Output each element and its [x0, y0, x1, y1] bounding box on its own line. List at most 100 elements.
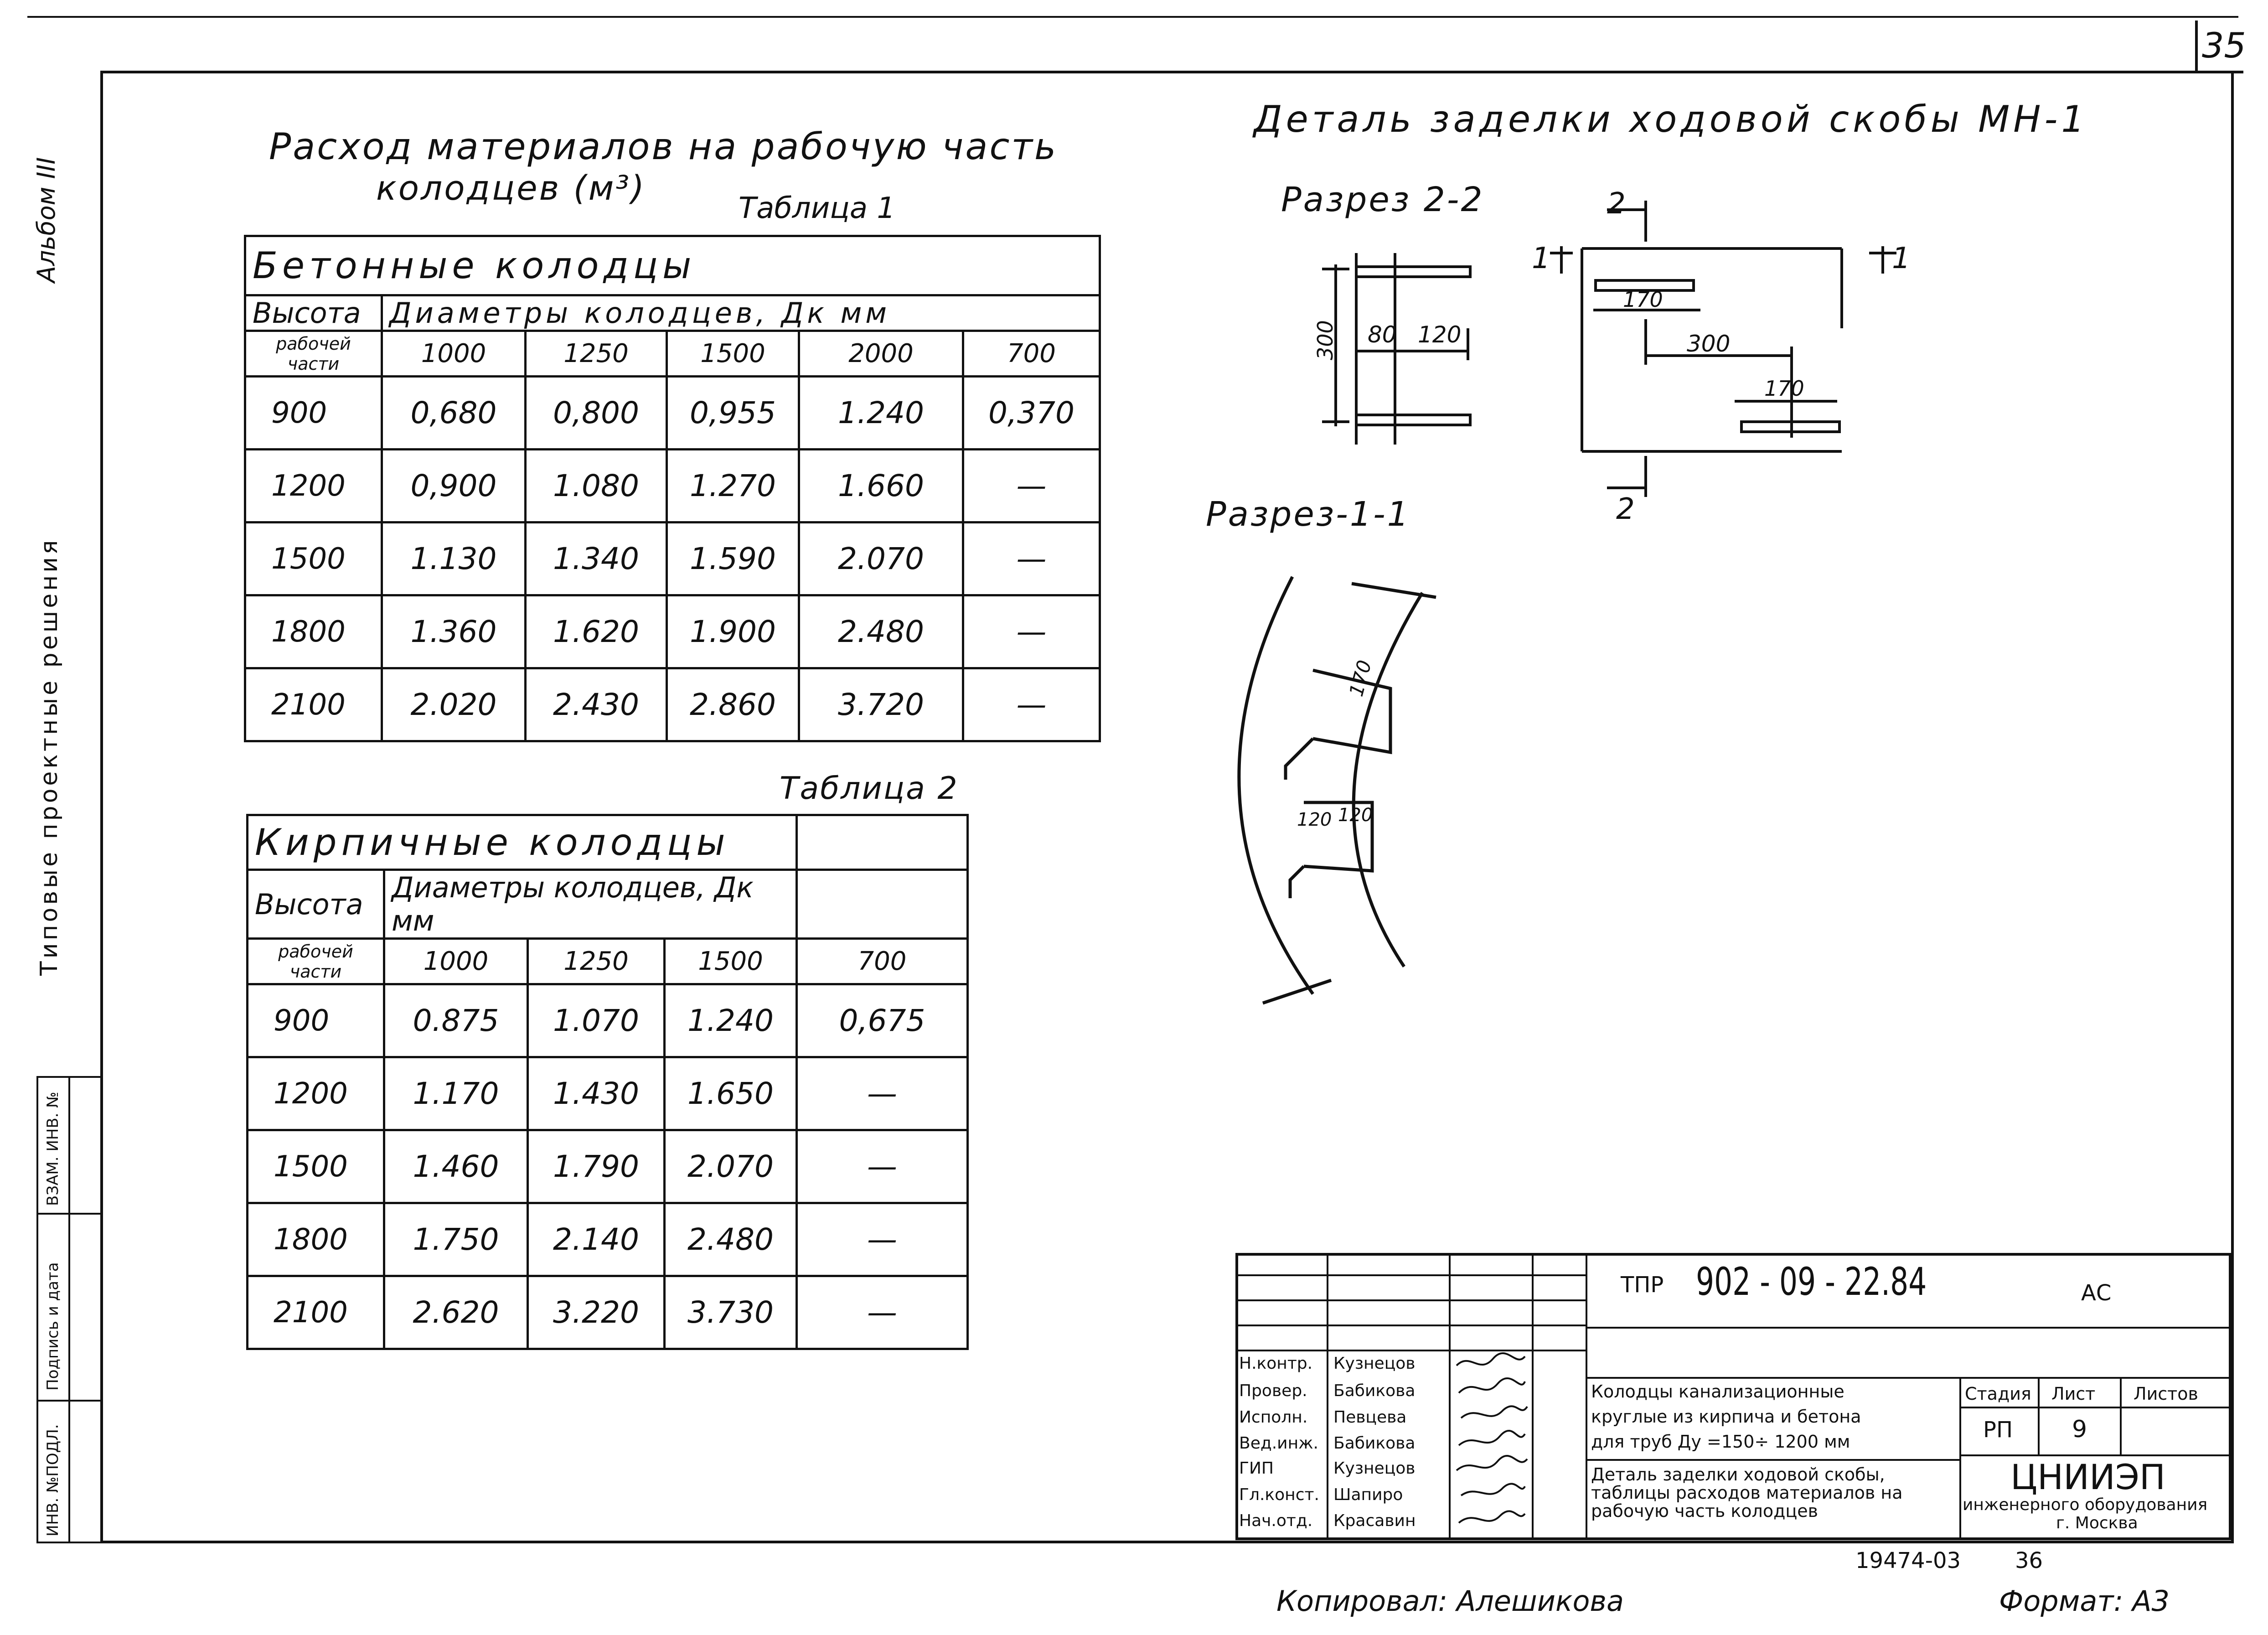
table2-cell: — [796, 1275, 969, 1350]
table2-cell: 1.430 [527, 1056, 666, 1131]
drawing-frame [100, 71, 2234, 1543]
dim-300-vert: 300 [1313, 320, 1338, 360]
materials-title-line1: Расход материалов на рабочую часть [269, 125, 1058, 168]
tb-role-3: Вед.инж. [1239, 1434, 1318, 1453]
tb-vline-2 [1449, 1253, 1451, 1540]
table2-row1-height: 1200 [246, 1056, 385, 1131]
tb-vline-4 [1586, 1253, 1587, 1540]
tb-hline-left-3 [1235, 1325, 1586, 1326]
section-1-1-label: Разрез-1-1 [1206, 495, 1410, 534]
table1-cell: 0,900 [381, 448, 527, 523]
table1-group: Бетонные колодцы [244, 235, 1101, 296]
dim-170a: 170 [1623, 287, 1663, 312]
table1-cell: 1.340 [524, 521, 668, 596]
dim-80: 80 [1368, 321, 1397, 348]
table2-cell: 0.875 [383, 983, 529, 1058]
section-mark-2-bottom-text: 2 [1616, 492, 1635, 526]
table2-cell: 1.650 [663, 1056, 798, 1131]
section-mark-2-top: 2 [1607, 187, 1626, 221]
table1-diam-3: 2000 [798, 330, 964, 378]
table1-cell: 2.860 [666, 667, 800, 742]
tb-desc-3: рабочую часть колодцев [1591, 1501, 1818, 1521]
table2-cell: 2.620 [383, 1275, 529, 1350]
dim-120: 120 [1418, 321, 1462, 348]
tb-org: ЦНИИЭП [2010, 1457, 2166, 1497]
table2-row0-height: 900 [246, 983, 385, 1058]
table-row: 1800 1.750 2.140 2.480 — [246, 1202, 969, 1277]
table2-caption: Таблица 2 [780, 771, 959, 807]
margin-stamp-divider-2 [36, 1400, 103, 1402]
dim-300-text: 300 [1313, 320, 1338, 360]
table2-brick: Кирпичные колодцы Высота Диаметры колодц… [246, 814, 969, 1350]
tb-hline-main [1586, 1377, 2232, 1379]
tb-title-2: круглые из кирпича и бетона [1591, 1407, 1861, 1427]
tb-hline-left-2 [1235, 1299, 1586, 1301]
tb-name-1: Бабикова [1333, 1381, 1416, 1400]
dim-170b: 170 [1764, 376, 1804, 401]
section-mark-1-left: 1 [1532, 242, 1550, 275]
table1-cell: 2.070 [798, 521, 964, 596]
table1-diam-1: 1250 [524, 330, 668, 378]
table2-cell: 1.750 [383, 1202, 529, 1277]
tb-desc-1: Деталь заделки ходовой скобы, [1591, 1464, 1885, 1485]
table1-cell: 1.270 [666, 448, 800, 523]
table1-concrete: Бетонные колодцы Высота Диаметры колодце… [244, 235, 1101, 742]
page-number: 35 [2202, 25, 2246, 66]
tb-stage: РП [1983, 1417, 2013, 1443]
dim-120b: 120 [1297, 809, 1332, 830]
signatures [1456, 1352, 1528, 1524]
table2-diam-1: 1250 [527, 937, 666, 985]
tb-name-3: Бабикова [1333, 1434, 1416, 1453]
tb-code-prefix: ТПР [1621, 1272, 1664, 1298]
tb-role-0: Н.контр. [1239, 1354, 1313, 1373]
table2-cell: 1.070 [527, 983, 666, 1058]
table1-cell: 3.720 [798, 667, 964, 742]
tb-hline-top [1586, 1327, 2232, 1329]
tb-role-5: Гл.конст. [1239, 1485, 1319, 1504]
table1-diam-2: 1500 [666, 330, 800, 378]
tb-vline-1 [1327, 1253, 1328, 1540]
table2-cell: 2.070 [663, 1129, 798, 1204]
tb-name-2: Певцева [1333, 1408, 1407, 1427]
section-2-2-drawing [1322, 253, 1472, 445]
table2-cell: — [796, 1056, 969, 1131]
table1-cell: 1.240 [798, 375, 964, 450]
table2-empty-header2 [796, 869, 969, 940]
table2-cell: 1.460 [383, 1129, 529, 1204]
table1-cell: — [962, 667, 1101, 742]
tb-name-5: Шапиро [1333, 1485, 1403, 1504]
table2-group: Кирпичные колодцы [246, 814, 798, 871]
table2-cell: 3.220 [527, 1275, 666, 1350]
table1-cell: 0,680 [381, 375, 527, 450]
table1-cell: 1.620 [524, 594, 668, 669]
top-edge-line [27, 16, 2238, 18]
table1-cell: 1.660 [798, 448, 964, 523]
tb-desc-2: таблицы расходов материалов на [1591, 1483, 1903, 1503]
section-1-1-drawing [1237, 576, 1436, 1005]
footer-format: Формат: А3 [1999, 1584, 2170, 1618]
tb-stage-label: Стадия [1965, 1384, 2031, 1404]
table1-height-header: Высота [244, 294, 383, 332]
table1-cell: 1.080 [524, 448, 668, 523]
materials-title-line2: колодцев (м³) [376, 169, 646, 208]
table1-row3-height: 1800 [244, 594, 383, 669]
table1-row0-height: 900 [244, 375, 383, 450]
detail-title: Деталь заделки ходовой скобы МН-1 [1254, 98, 2088, 140]
tb-hline-stage [1959, 1407, 2232, 1408]
dim-300b: 300 [1687, 331, 1731, 357]
table1-row4-height: 2100 [244, 667, 383, 742]
table2-cell: 2.140 [527, 1202, 666, 1277]
plan-drawing [1550, 201, 1896, 497]
tb-name-6: Красавин [1333, 1511, 1416, 1530]
section-2-2-label: Разрез 2-2 [1281, 180, 1484, 219]
table1-cell: 0,800 [524, 375, 668, 450]
table1-cell: 1.590 [666, 521, 800, 596]
tb-code: 902 - 09 - 22.84 [1696, 1259, 1927, 1304]
tb-vline-sheets [2120, 1377, 2122, 1454]
tb-hline-org [1959, 1454, 2232, 1456]
tb-name-4: Кузнецов [1333, 1459, 1416, 1478]
tb-role-1: Провер. [1239, 1381, 1307, 1400]
table2-diam-3: 700 [796, 937, 969, 985]
table-row: 2100 2.020 2.430 2.860 3.720 — [244, 667, 1101, 742]
tb-hline-left-1 [1235, 1274, 1586, 1276]
